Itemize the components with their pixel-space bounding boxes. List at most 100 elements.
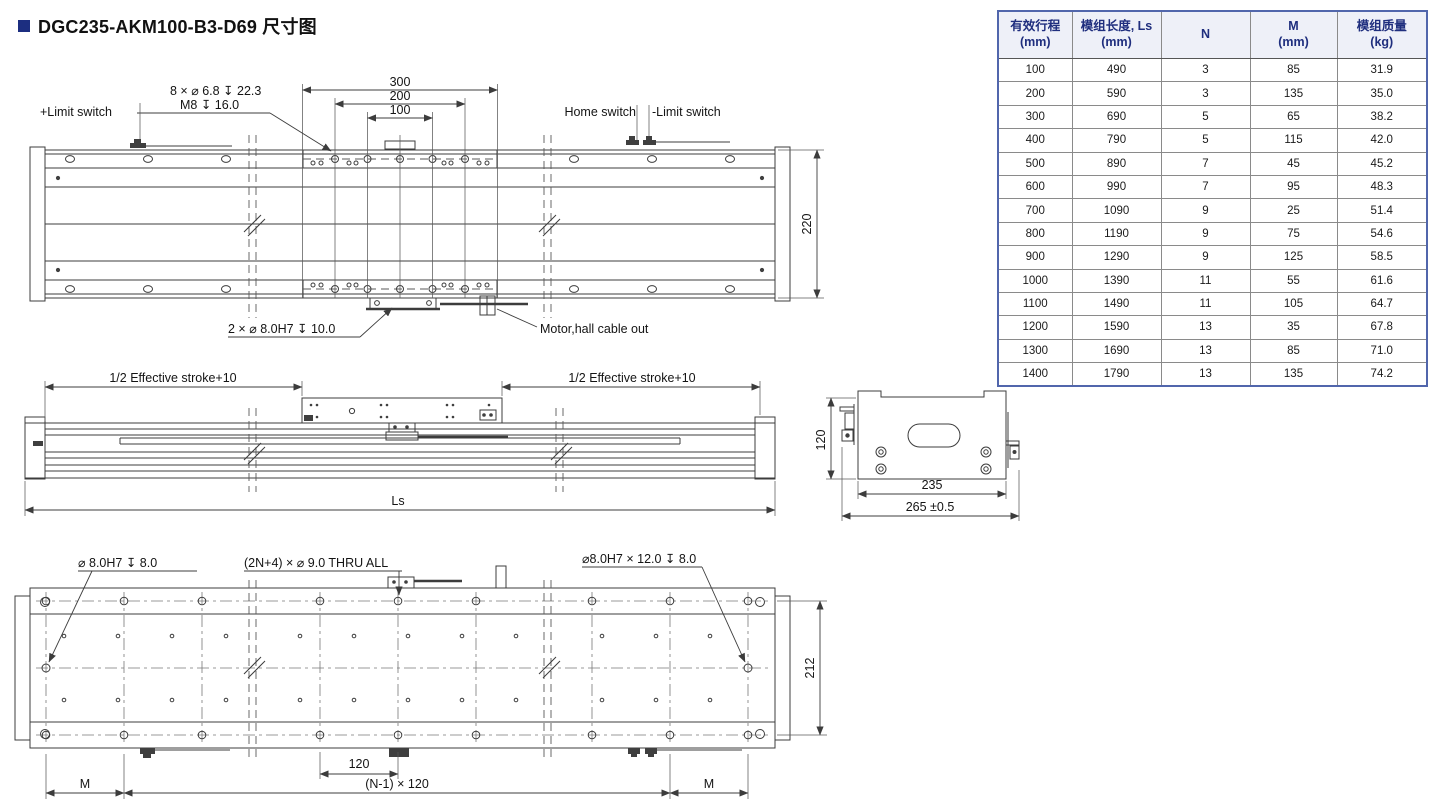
- dim-120-side: 120: [814, 430, 828, 451]
- table-cell: 1190: [1071, 221, 1162, 247]
- table-cell: 1100: [997, 291, 1073, 317]
- carriage-side: [301, 397, 508, 441]
- break-lines-bottom-view: [243, 580, 561, 758]
- table-cell: 67.8: [1336, 315, 1428, 340]
- dowel-hole-right: [743, 663, 753, 673]
- table-cell: 13: [1160, 362, 1251, 387]
- bottom-centerlines: [36, 592, 770, 744]
- table-cell: 200: [997, 81, 1073, 106]
- dowel-left-note-group: ⌀ 8.0H7 ↧ 8.0: [48, 556, 197, 663]
- table-cell: 105: [1249, 291, 1338, 317]
- home-switch-label: Home switch: [564, 105, 636, 119]
- pitch-dims-group: M (N-1) × 120 M: [45, 754, 749, 799]
- counterbore-note-line1: 8 × ⌀ 6.8 ↧ 22.3: [170, 84, 261, 98]
- oval-slot: [907, 423, 961, 448]
- table-cell: 1000: [997, 268, 1073, 293]
- spec-table-head: 有效行程(mm) 模组长度, Ls(mm) N M(mm) 模组质量(kg): [997, 10, 1428, 59]
- plus-limit-switch: +Limit switch: [40, 103, 232, 148]
- table-cell: 690: [1071, 104, 1162, 130]
- col-header-mass: 模组质量(kg): [1336, 10, 1428, 59]
- dim-212: 212: [803, 658, 817, 679]
- dim-235-text: 235: [922, 478, 943, 492]
- table-cell: 800: [997, 221, 1073, 247]
- bottom-view: ⌀ 8.0H7 ↧ 8.0 (2N+4) × ⌀ 9.0 THRU ALL ⌀8…: [14, 552, 827, 799]
- small-holes: [61, 633, 713, 703]
- home-and-minus-limit-switch: Home switch -Limit switch: [564, 105, 730, 145]
- thru-holes: [41, 596, 753, 740]
- end-view-left-switch: [839, 404, 855, 445]
- half-stroke-dim-left: 1/2 Effective stroke+10: [44, 371, 303, 421]
- table-cell: 11: [1160, 291, 1251, 317]
- table-cell: 125: [1249, 245, 1338, 270]
- dim-120-group: 120: [319, 752, 399, 779]
- dim-220-group: 220: [778, 149, 824, 299]
- dim-ls: Ls: [391, 494, 404, 508]
- dim-220: 220: [800, 214, 814, 235]
- dim-m-left: M: [80, 777, 90, 791]
- bottom-view-switches: [140, 748, 742, 758]
- table-cell: 115: [1249, 128, 1338, 153]
- carriage-plan: [302, 140, 528, 316]
- table-cell: 700: [997, 198, 1073, 223]
- table-cell: 9: [1160, 198, 1251, 223]
- table-cell: 135: [1249, 362, 1338, 387]
- dowel-note-group: 2 × ⌀ 8.0H7 ↧ 10.0: [228, 307, 393, 338]
- table-cell: 61.6: [1336, 268, 1428, 293]
- pitch-note: (N-1) × 120: [365, 777, 429, 791]
- table-cell: 3: [1160, 57, 1251, 83]
- spec-table: 有效行程(mm) 模组长度, Ls(mm) N M(mm) 模组质量(kg) 1…: [997, 10, 1428, 388]
- table-cell: 7: [1160, 174, 1251, 200]
- table-cell: 1300: [997, 338, 1073, 364]
- table-cell: 95: [1249, 174, 1338, 200]
- half-stroke-dim-right: 1/2 Effective stroke+10: [501, 371, 761, 415]
- half-stroke-left-label: 1/2 Effective stroke+10: [109, 371, 236, 385]
- table-cell: 45.2: [1336, 151, 1428, 176]
- table-cell: 45: [1249, 151, 1338, 176]
- brand-mark: [33, 441, 43, 446]
- end-view-right-switch: [1005, 412, 1020, 468]
- table-cell: 64.7: [1336, 291, 1428, 317]
- col-header-m: M(mm): [1249, 10, 1338, 59]
- dim-m-right: M: [704, 777, 714, 791]
- table-cell: 74.2: [1336, 362, 1428, 387]
- dim-200: 200: [390, 89, 411, 103]
- ls-dim: Ls: [24, 481, 776, 516]
- table-cell: 5: [1160, 128, 1251, 153]
- dowel-right-note-group: ⌀8.0H7 × 12.0 ↧ 8.0: [582, 552, 746, 663]
- top-dimensions: 300 200 100: [302, 75, 498, 298]
- table-cell: 11: [1160, 268, 1251, 293]
- table-cell: 85: [1249, 57, 1338, 83]
- table-cell: 42.0: [1336, 128, 1428, 153]
- dim-120: 120: [349, 757, 370, 771]
- table-cell: 600: [997, 174, 1073, 200]
- table-cell: 9: [1160, 245, 1251, 270]
- table-cell: 1090: [1071, 198, 1162, 223]
- table-cell: 1290: [1071, 245, 1162, 270]
- table-cell: 900: [997, 245, 1073, 270]
- col-header-n: N: [1160, 10, 1251, 59]
- dim-265-text: 265 ±0.5: [906, 500, 955, 514]
- table-cell: 1590: [1071, 315, 1162, 340]
- table-cell: 75: [1249, 221, 1338, 247]
- dim-265: 265 ±0.5: [841, 447, 1020, 521]
- dim-120-end-view: 120: [814, 397, 856, 480]
- dim-235: 235: [857, 478, 1007, 499]
- counterbore-note-line2: M8 ↧ 16.0: [180, 98, 239, 112]
- minus-limit-switch-body: [643, 140, 656, 145]
- table-cell: 490: [1071, 57, 1162, 83]
- table-cell: 31.9: [1336, 57, 1428, 83]
- rail-holes: [65, 155, 735, 293]
- table-cell: 1390: [1071, 268, 1162, 293]
- dowel-hole-left: [41, 663, 51, 673]
- page-title-text: DGC235-AKM100-B3-D69 尺寸图: [38, 17, 317, 37]
